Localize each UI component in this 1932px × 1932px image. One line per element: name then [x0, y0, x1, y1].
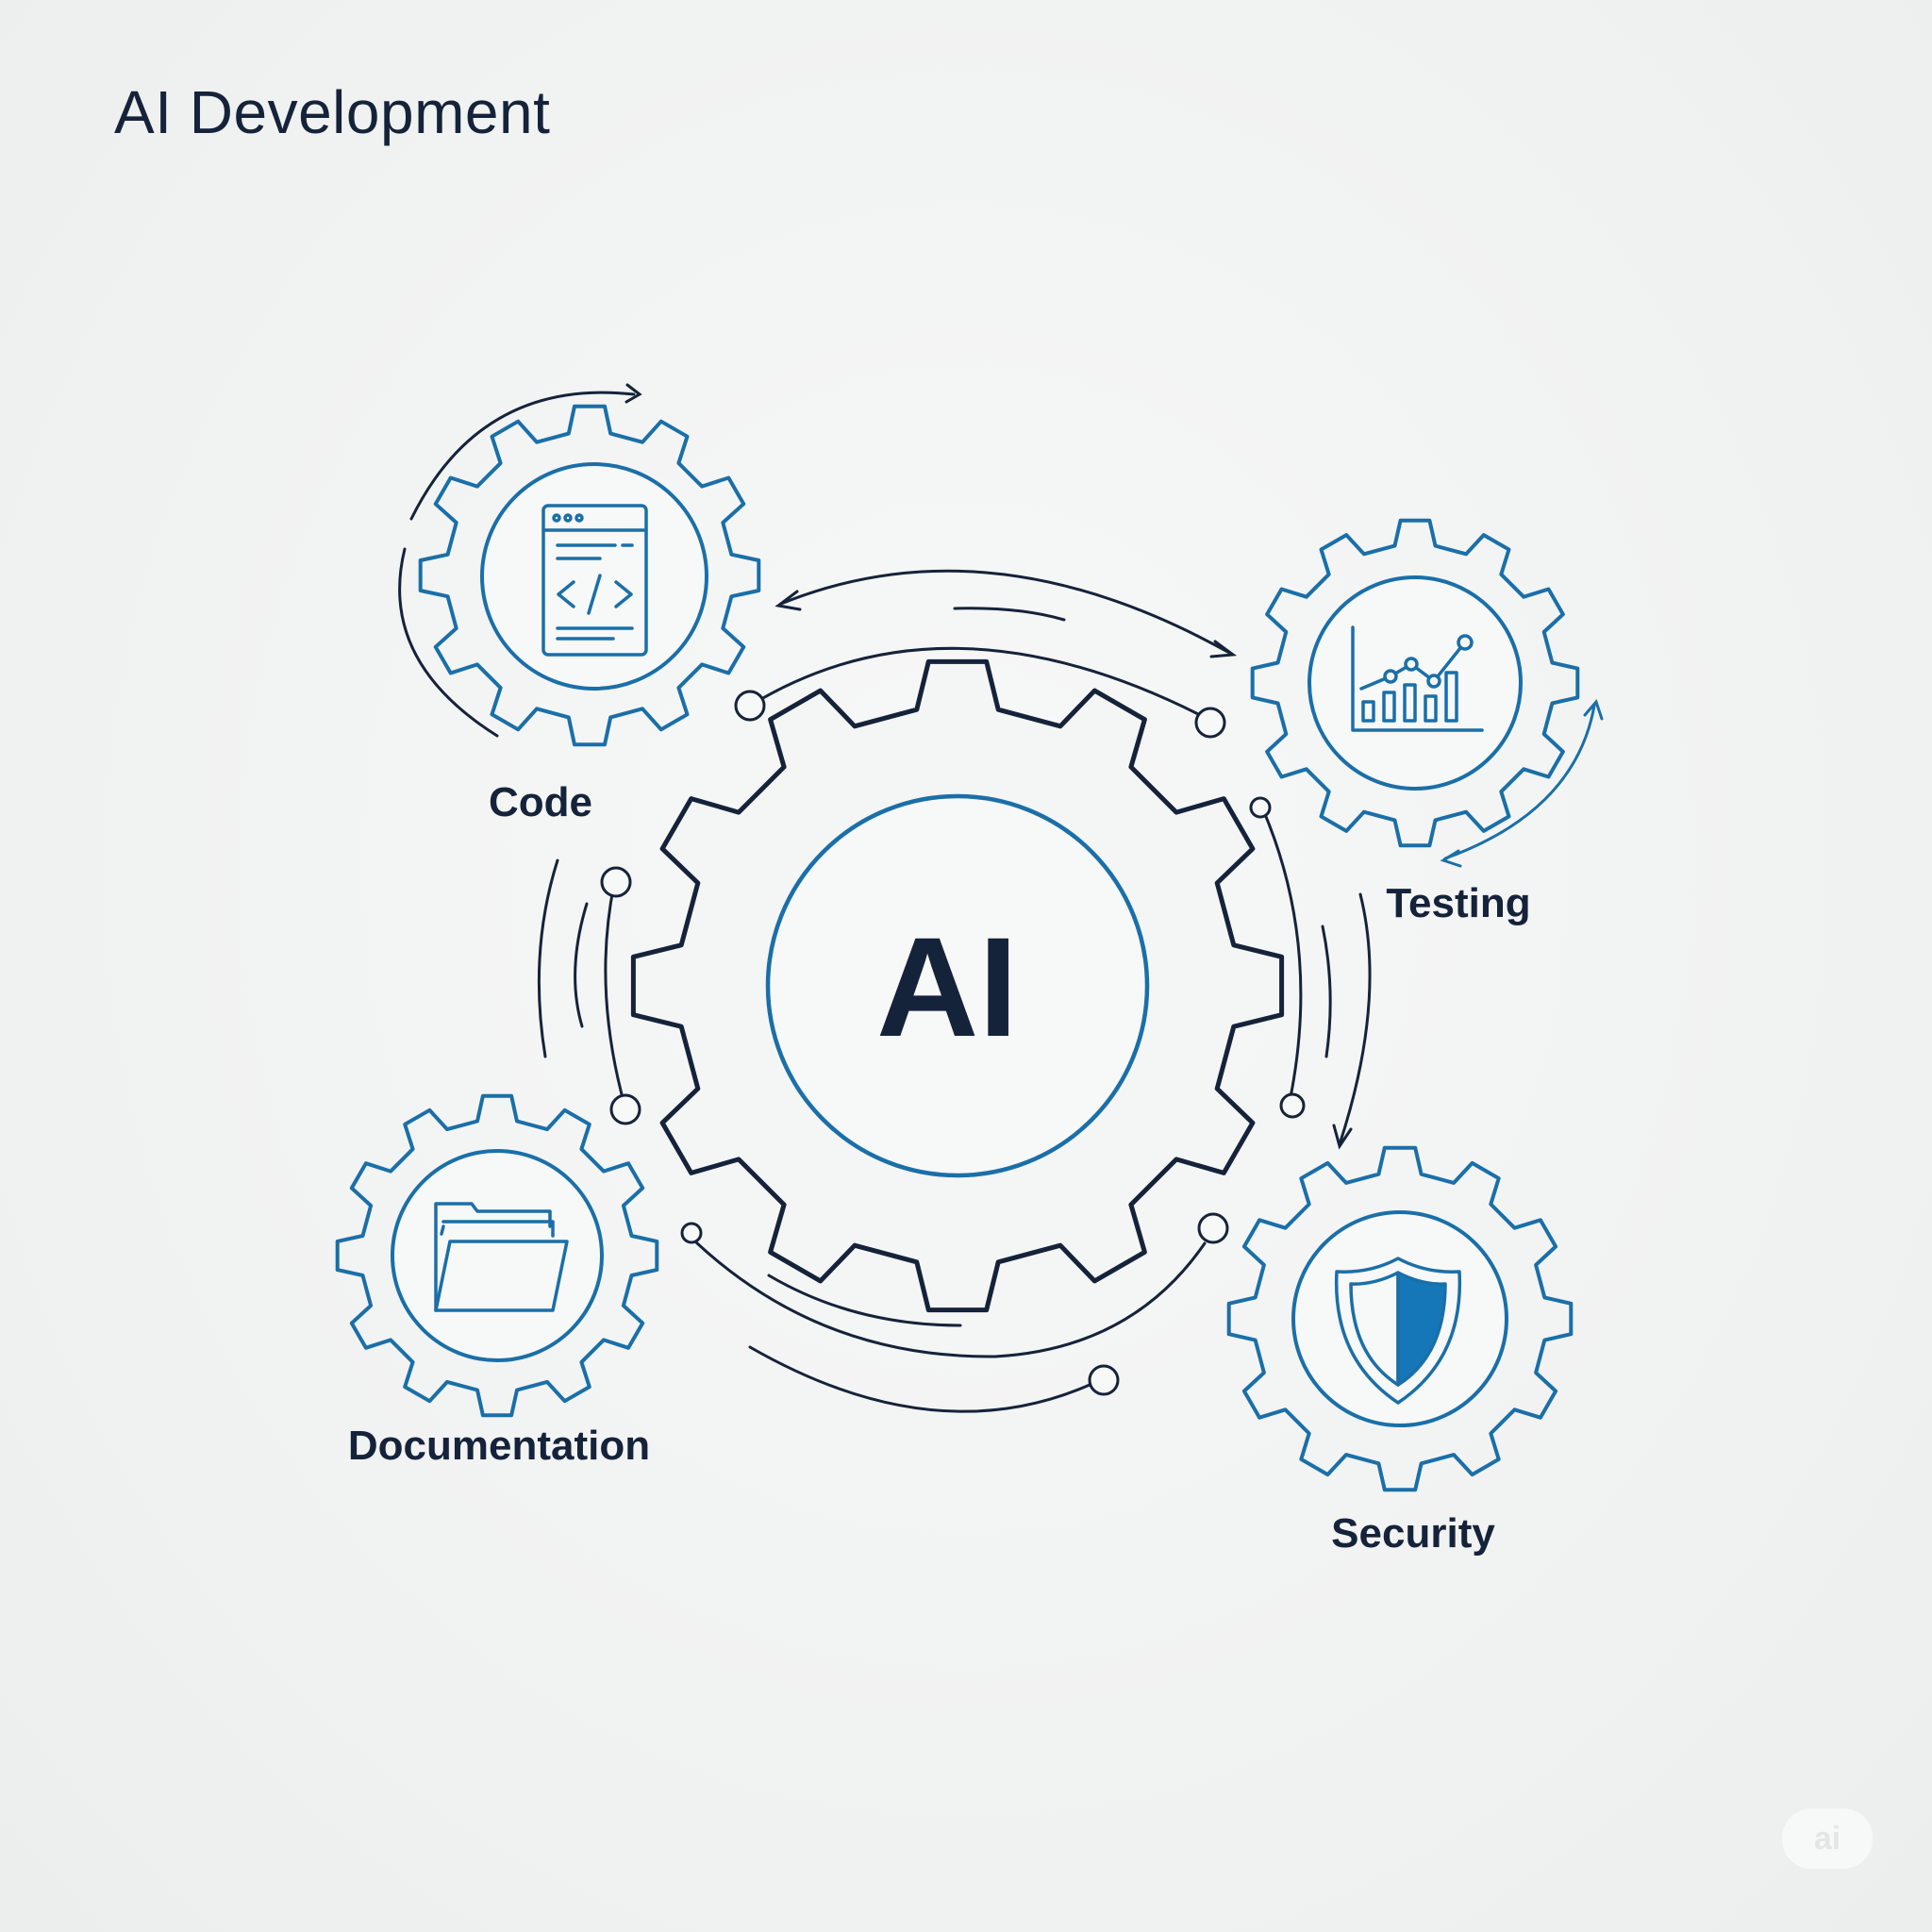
- label-documentation: Documentation: [347, 1423, 651, 1469]
- testing-arrowhead-up: [1583, 699, 1604, 721]
- dash-top: [953, 607, 1066, 622]
- bar-chart-icon: [1351, 625, 1484, 732]
- arc-left-mid: [574, 902, 589, 1028]
- page-title: AI Development: [114, 78, 551, 146]
- arc-code-testing: [779, 569, 1233, 656]
- testing-gear-inner: [1307, 575, 1523, 791]
- shield-icon: [1334, 1257, 1462, 1405]
- connector-node: [1197, 1212, 1229, 1244]
- documentation-gear: [335, 1093, 659, 1418]
- arc-right-mid: [1321, 924, 1332, 1058]
- testing-arc: [1443, 704, 1596, 860]
- arc-bottom-left: [694, 1241, 1207, 1358]
- central-circle: [765, 793, 1150, 1178]
- connector-node: [600, 866, 632, 898]
- arrowhead-right-top: [1209, 640, 1238, 658]
- documentation-gear-outline: [335, 1093, 659, 1418]
- security-gear: [1226, 1145, 1574, 1492]
- code-arc-left: [398, 547, 499, 738]
- connector-nodes: [600, 690, 1306, 1396]
- arrowhead-down-right: [1332, 1124, 1353, 1150]
- connector-node: [1249, 796, 1272, 819]
- security-gear-outline: [1226, 1145, 1574, 1492]
- label-code: Code: [489, 779, 592, 825]
- code-gear-outline: [418, 404, 761, 747]
- connector-node: [1088, 1364, 1120, 1396]
- connector-node: [680, 1222, 703, 1244]
- arc-right-inner: [1260, 806, 1303, 1099]
- central-label: AI: [876, 908, 1018, 1066]
- code-gear-inner: [480, 462, 708, 691]
- code-gear: [398, 383, 761, 747]
- connector-node: [1194, 707, 1226, 739]
- arc-left-inner: [604, 882, 627, 1110]
- label-security: Security: [1331, 1510, 1495, 1557]
- arc-bottom-outer: [748, 1345, 1091, 1413]
- label-testing: Testing: [1386, 880, 1531, 926]
- connector-node: [734, 690, 766, 722]
- testing-gear: [1250, 518, 1604, 868]
- code-arrowhead: [625, 383, 642, 404]
- connector-node: [1279, 1092, 1306, 1119]
- arc-left-outer: [537, 858, 559, 1058]
- watermark-logo: ai: [1781, 1807, 1874, 1870]
- documentation-gear-inner: [391, 1149, 604, 1362]
- code-window-icon: [541, 504, 648, 657]
- central-gear: AI: [630, 658, 1285, 1313]
- testing-gear-outline: [1250, 518, 1580, 848]
- folder-icon: [434, 1202, 569, 1312]
- arc-bottom-mid: [767, 1274, 962, 1327]
- code-arc-dark: [409, 391, 636, 521]
- arc-inner-top: [748, 646, 1209, 721]
- arrowhead-left-top: [774, 590, 802, 611]
- connector-node: [609, 1093, 641, 1125]
- testing-arrowhead-left: [1440, 849, 1462, 868]
- arc-right-outer-arrow: [1338, 892, 1372, 1146]
